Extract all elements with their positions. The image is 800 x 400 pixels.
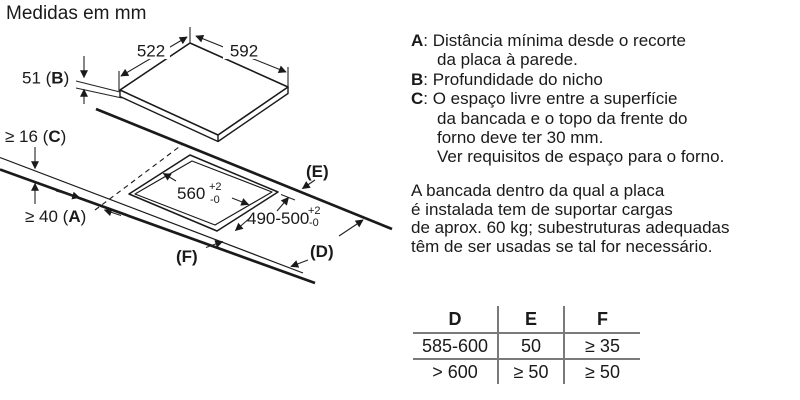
label-e: (E): [306, 162, 329, 181]
label-d: (D): [310, 242, 334, 261]
table-cell: 50: [497, 334, 563, 358]
legend-item-c: C: O espaço livre entre a superfície: [411, 89, 678, 109]
countertop-edges: [0, 107, 393, 285]
cutout-depth-tol-minus: -0: [309, 217, 319, 229]
installation-diagram: 522 592 51 (B) ≥ 16 (C) ≥ 40 (A): [0, 27, 393, 285]
cutout-width-tol-plus: +2: [209, 181, 222, 193]
dim-a-label: ≥ 40 (A): [25, 207, 86, 226]
table-header-d: D: [448, 309, 462, 329]
legend-notes: A: Distância mínima desde o recorte da p…: [411, 31, 724, 167]
cooktop-dimensions: [118, 27, 289, 91]
wall-dashed-line: [94, 143, 184, 211]
table-cell: > 600: [432, 362, 478, 382]
front-edge-bottom-line: [0, 168, 316, 285]
legend-item-b: B: Profundidade do nicho: [411, 69, 603, 89]
table-cell: ≥ 50: [563, 360, 640, 384]
dim-b-label: 51 (B): [22, 69, 69, 88]
table-cell: ≥ 35: [563, 334, 640, 358]
table-cell: ≥ 50: [497, 360, 563, 384]
legend-item-c-cont: Ver requisitos de espaço para o forno.: [437, 147, 725, 167]
dim-c-label: ≥ 16 (C): [5, 127, 66, 146]
cutout-depth-label: 490-500: [247, 209, 309, 228]
legend-item-c-cont: forno deve ter 30 mm.: [437, 128, 604, 148]
front-edge-top-line: [0, 156, 304, 274]
page-title: Medidas em mm: [6, 3, 147, 24]
dim-522-label: 522: [137, 42, 165, 61]
label-f: (F): [176, 247, 198, 266]
table-header-row: D E F: [413, 306, 640, 334]
niche-depth-dimension: [75, 56, 123, 104]
back-edge-line: [95, 107, 393, 231]
cutout-width-dimension: [162, 173, 250, 206]
legend-item-a-cont: da placa à parede.: [437, 50, 578, 70]
legend-item-a: A: Distância mínima desde o recorte: [411, 31, 686, 50]
wall-distance-dimension: [55, 190, 122, 217]
cutout-width-tol-minus: -0: [210, 194, 220, 206]
cutout-depth-tol-plus: +2: [308, 205, 321, 217]
cutout-depth-dimension: [234, 194, 296, 232]
dim-592-label: 592: [230, 42, 258, 61]
dimension-table: D E F 585-600 50 ≥ 35 > 600 ≥ 50 ≥ 50: [413, 306, 640, 384]
table-header-e: E: [497, 306, 563, 332]
legend-item-c-cont: da bancada e o topo da frente do: [437, 108, 688, 128]
table-row: 585-600 50 ≥ 35: [413, 334, 640, 360]
table-row: > 600 ≥ 50 ≥ 50: [413, 360, 640, 384]
edge-reference-arrows: [205, 179, 364, 268]
table-header-f: F: [563, 306, 640, 332]
worktop-load-note: A bancada dentro da qual a placa é insta…: [411, 181, 730, 257]
cutout-width-label: 560: [177, 184, 205, 203]
table-cell: 585-600: [421, 336, 489, 356]
